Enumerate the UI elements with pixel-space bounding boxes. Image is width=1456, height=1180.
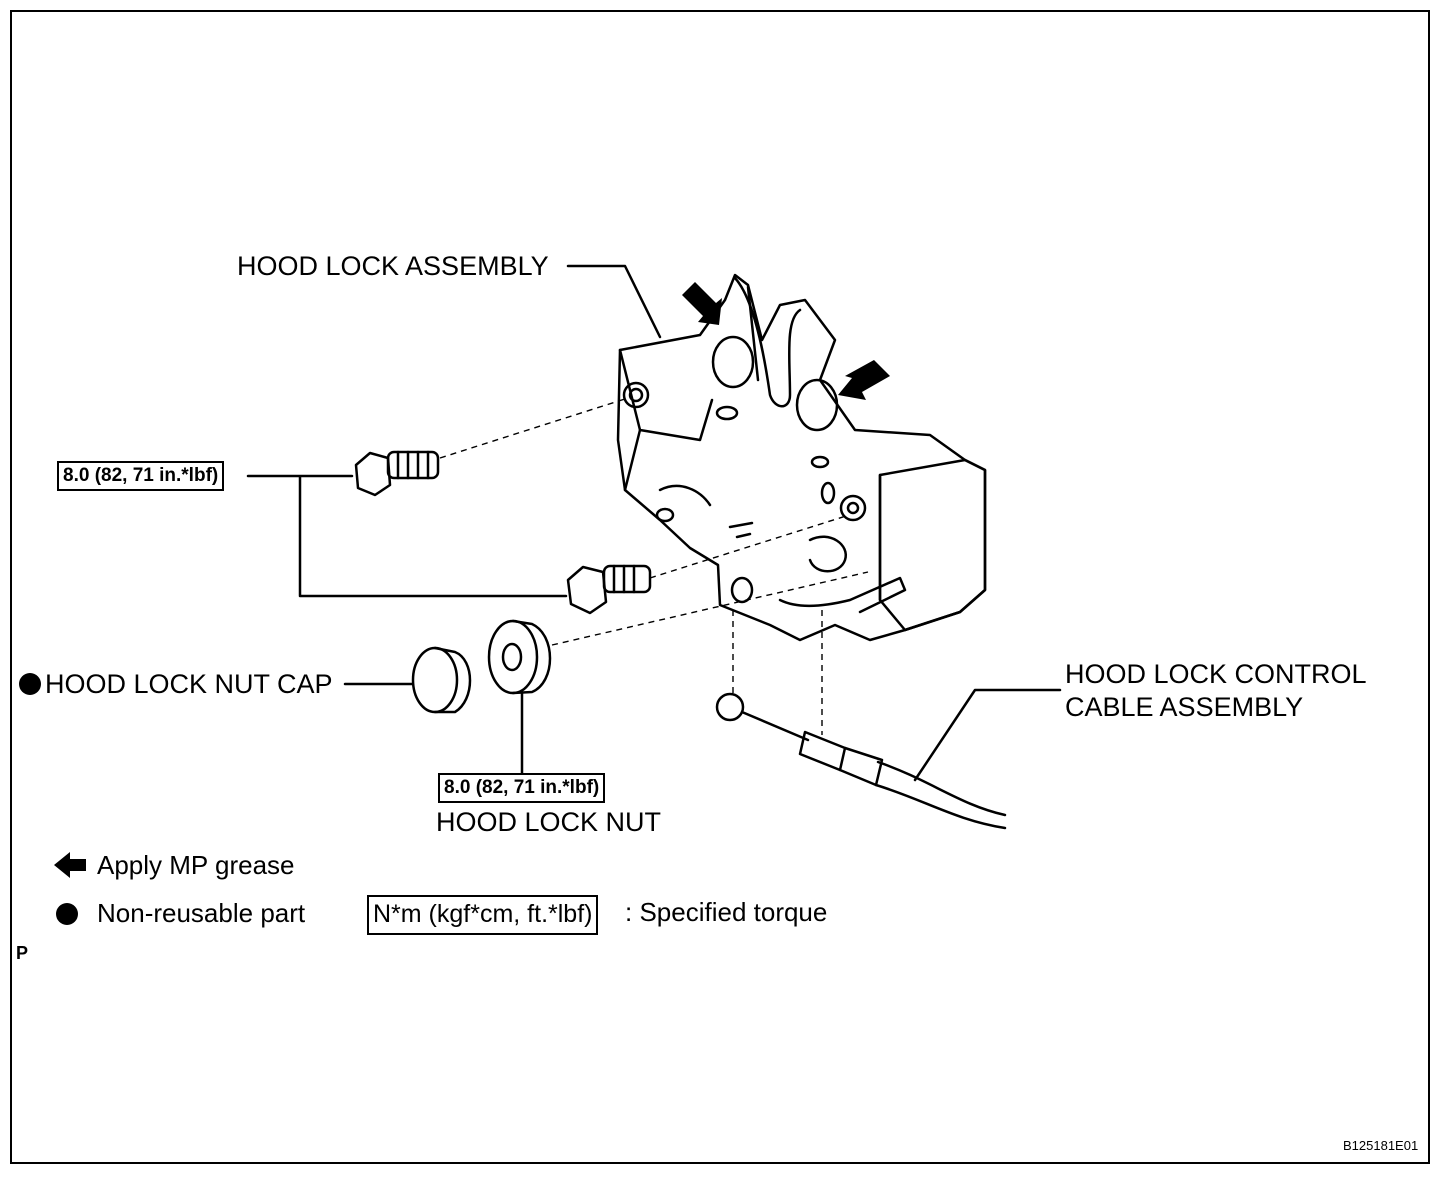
cable-end-ball <box>715 692 745 722</box>
latch-hook <box>733 276 802 408</box>
legend-arrow <box>54 852 86 878</box>
grease-point-lower <box>795 378 839 432</box>
torque-box-bolts: 8.0 (82, 71 in.*lbf) <box>57 461 225 491</box>
torque-box-nut: 8.0 (82, 71 in.*lbf) <box>438 773 606 803</box>
dash-lower-bolt <box>649 515 847 579</box>
legend-torque-box: N*m (kgf*cm, ft.*lbf) <box>367 895 599 935</box>
legend-grease-text: Apply MP grease <box>97 850 295 880</box>
grease-arrow-2 <box>838 360 890 400</box>
label-control-cable-line1: HOOD LOCK CONTROL <box>1065 659 1367 689</box>
label-hood-lock-assembly: HOOD LOCK ASSEMBLY <box>237 251 549 281</box>
body-hole-right <box>839 494 867 522</box>
figure-frame <box>10 10 1430 1164</box>
leader-hood-lock-assembly <box>566 264 662 339</box>
leader-torque-bolts <box>246 474 568 598</box>
body-hole-left <box>622 381 650 409</box>
label-control-cable-line2: CABLE ASSEMBLY <box>1065 692 1304 722</box>
cable-sleeve <box>798 730 884 787</box>
figure-id: B125181E01 <box>1343 1138 1419 1153</box>
grease-point-upper <box>711 335 755 389</box>
grease-arrow-1 <box>682 282 722 325</box>
non-reusable-dot-label <box>19 673 41 695</box>
upper-bolt <box>354 450 440 497</box>
non-reusable-dot-legend <box>56 903 78 925</box>
lower-bolt <box>566 564 652 615</box>
nut-cap <box>411 646 472 714</box>
legend-non-reusable-text: Non-reusable part <box>97 898 306 928</box>
lock-side-panel <box>878 458 987 632</box>
page-letter: P <box>16 943 29 963</box>
dash-upper-bolt <box>439 397 629 459</box>
label-hood-lock-nut-cap: HOOD LOCK NUT CAP <box>45 669 333 699</box>
control-cable <box>876 760 1007 817</box>
legend-torque-text: : Specified torque <box>625 897 828 927</box>
dash-nut <box>551 571 869 646</box>
label-hood-lock-nut: HOOD LOCK NUT <box>436 807 662 837</box>
leader-control-cable <box>913 688 1062 782</box>
hood-lock-nut <box>487 619 552 695</box>
hood-lock-body <box>616 273 987 642</box>
